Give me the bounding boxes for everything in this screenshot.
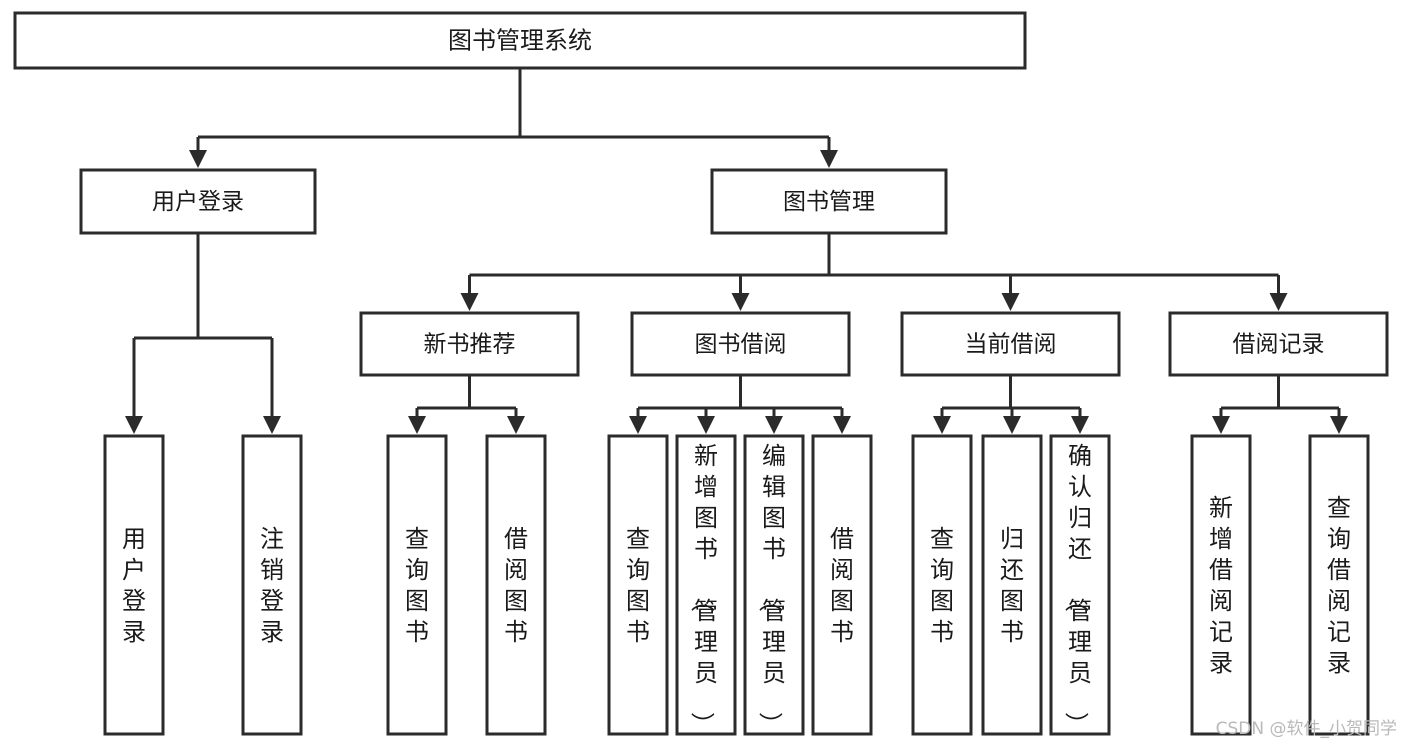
diagram-nodes: 图书管理系统用户登录图书管理新书推荐图书借阅当前借阅借阅记录用户登录注销登录查询… [13,11,1389,736]
arrow-current-borrow [1001,293,1020,311]
node-leaf-return-book-box[interactable] [981,434,1043,736]
node-root-box[interactable] [13,11,1027,70]
node-root[interactable]: 图书管理系统 [13,11,1027,70]
arrow-leaf-borrow-book-2 [833,416,851,434]
node-leaf-user-login-box[interactable] [103,434,165,736]
node-leaf-borrow-book-2[interactable]: 借阅图书 [811,434,873,736]
arrow-leaf-logout-login [263,416,281,434]
node-user-login-box[interactable] [79,168,317,235]
node-leaf-confirm-return-label: 确认归还（管理员） [1062,442,1092,736]
node-new-book-recommend[interactable]: 新书推荐 [359,311,580,377]
arrow-leaf-query-book-2 [629,416,647,434]
node-leaf-add-book[interactable]: 新增图书（管理员） [675,434,737,736]
node-current-borrow[interactable]: 当前借阅 [900,311,1121,377]
node-leaf-confirm-return-box[interactable] [1049,434,1111,736]
node-leaf-return-book-label: 归还图书 [1000,525,1024,646]
node-leaf-return-book[interactable]: 归还图书 [981,434,1043,736]
connector-lines [125,68,1348,434]
arrow-leaf-add-record [1212,416,1230,434]
node-book-manage-label: 图书管理 [783,189,875,215]
arrow-user-login [189,150,207,168]
arrow-new-book-recommend [460,293,479,311]
node-leaf-query-record-label: 查询借阅记录 [1327,494,1351,677]
node-book-manage-box[interactable] [710,168,948,235]
node-leaf-borrow-book-1-label: 借阅图书 [504,525,528,646]
node-leaf-query-book-3-box[interactable] [911,434,973,736]
node-leaf-query-book-3-label: 查询图书 [930,525,954,646]
node-leaf-query-book-2-label: 查询图书 [626,525,650,646]
csdn-watermark: CSDN @软件_小贺同学 [1216,719,1397,739]
node-root-label: 图书管理系统 [448,27,592,55]
node-leaf-borrow-book-2-label: 借阅图书 [830,525,854,646]
node-leaf-logout-login-label: 注销登录 [260,525,284,646]
node-leaf-user-login[interactable]: 用户登录 [103,434,165,736]
arrow-leaf-confirm-return [1071,416,1089,434]
node-leaf-query-book-2-box[interactable] [607,434,669,736]
node-leaf-add-record-label: 新增借阅记录 [1209,494,1233,677]
node-leaf-query-book-1[interactable]: 查询图书 [386,434,448,736]
node-leaf-borrow-book-1[interactable]: 借阅图书 [485,434,547,736]
node-leaf-borrow-book-1-box[interactable] [485,434,547,736]
node-leaf-borrow-book-2-box[interactable] [811,434,873,736]
node-borrow-record-box[interactable] [1168,311,1389,377]
node-leaf-query-book-3[interactable]: 查询图书 [911,434,973,736]
node-user-login[interactable]: 用户登录 [79,168,317,235]
node-borrow-record-label: 借阅记录 [1233,332,1325,358]
node-leaf-edit-book[interactable]: 编辑图书（管理员） [743,434,805,736]
node-leaf-add-record-box[interactable] [1190,434,1252,736]
node-current-borrow-label: 当前借阅 [965,332,1057,358]
node-book-borrow-box[interactable] [630,311,851,377]
node-leaf-user-login-label: 用户登录 [122,525,146,646]
node-leaf-query-record[interactable]: 查询借阅记录 [1308,434,1370,736]
node-leaf-query-book-1-box[interactable] [386,434,448,736]
node-book-manage[interactable]: 图书管理 [710,168,948,235]
node-leaf-query-record-box[interactable] [1308,434,1370,736]
arrow-leaf-add-book [697,416,715,434]
arrow-leaf-user-login [125,416,143,434]
node-leaf-edit-book-box[interactable] [743,434,805,736]
arrow-leaf-edit-book [765,416,783,434]
node-leaf-add-book-box[interactable] [675,434,737,736]
node-user-login-label: 用户登录 [152,189,244,215]
node-new-book-recommend-box[interactable] [359,311,580,377]
arrow-borrow-record [1269,293,1288,311]
arrow-leaf-return-book [1003,416,1021,434]
node-book-borrow-label: 图书借阅 [695,332,787,358]
arrow-leaf-query-record [1330,416,1348,434]
arrow-leaf-query-book-3 [933,416,951,434]
arrow-book-borrow [731,293,750,311]
node-new-book-recommend-label: 新书推荐 [424,332,516,358]
node-leaf-edit-book-label: 编辑图书（管理员） [756,442,786,736]
node-leaf-query-book-2[interactable]: 查询图书 [607,434,669,736]
node-leaf-confirm-return[interactable]: 确认归还（管理员） [1049,434,1111,736]
arrow-book-manage [820,150,838,168]
node-leaf-query-book-1-label: 查询图书 [405,525,429,646]
arrow-leaf-borrow-book-1 [507,416,525,434]
node-current-borrow-box[interactable] [900,311,1121,377]
node-book-borrow[interactable]: 图书借阅 [630,311,851,377]
node-borrow-record[interactable]: 借阅记录 [1168,311,1389,377]
node-leaf-logout-login[interactable]: 注销登录 [241,434,303,736]
node-leaf-logout-login-box[interactable] [241,434,303,736]
node-leaf-add-book-label: 新增图书（管理员） [688,442,718,736]
node-leaf-add-record[interactable]: 新增借阅记录 [1190,434,1252,736]
arrow-leaf-query-book-1 [408,416,426,434]
